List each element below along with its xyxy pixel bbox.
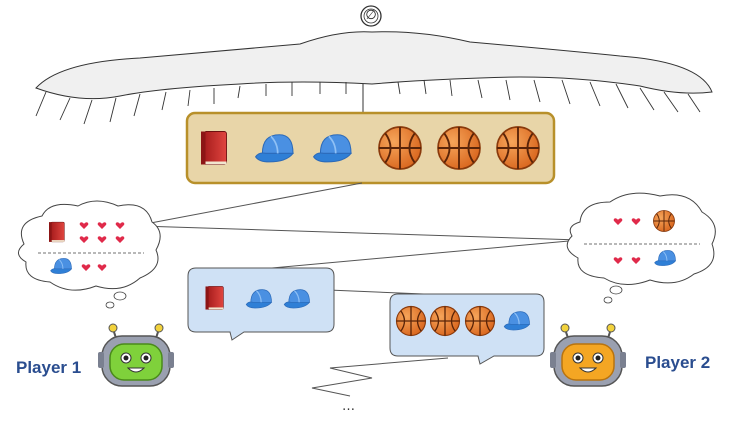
- player2-robot-avatar: [550, 323, 626, 387]
- player2-valuation-cloud: [566, 192, 716, 304]
- player1-robot-avatar: [98, 323, 174, 387]
- p1-book-icon: [48, 221, 65, 243]
- tree-branch-strokes: [35, 79, 701, 125]
- pool-ball-icon: [378, 126, 422, 170]
- player2-label: Player 2: [645, 353, 711, 372]
- root-empty-set-symbol: ∅: [365, 8, 377, 23]
- player1-label: Player 1: [16, 358, 82, 377]
- offer2-ball-icon: [464, 305, 496, 337]
- root-information-set: [35, 31, 713, 100]
- continuation-ellipsis: …: [342, 399, 355, 414]
- pool-ball-icon: [437, 126, 481, 170]
- p2-ball-icon: [653, 210, 675, 232]
- pool-ball-icon: [496, 126, 540, 170]
- player2-offer-bubble: [389, 293, 545, 365]
- pool-book-icon: [200, 130, 228, 166]
- player1-offer-bubble: [187, 267, 335, 341]
- player1-valuation-cloud: [18, 200, 161, 309]
- offer2-ball-icon: [429, 305, 461, 337]
- offer2-ball-icon: [395, 305, 427, 337]
- offer1-book-icon: [204, 285, 224, 311]
